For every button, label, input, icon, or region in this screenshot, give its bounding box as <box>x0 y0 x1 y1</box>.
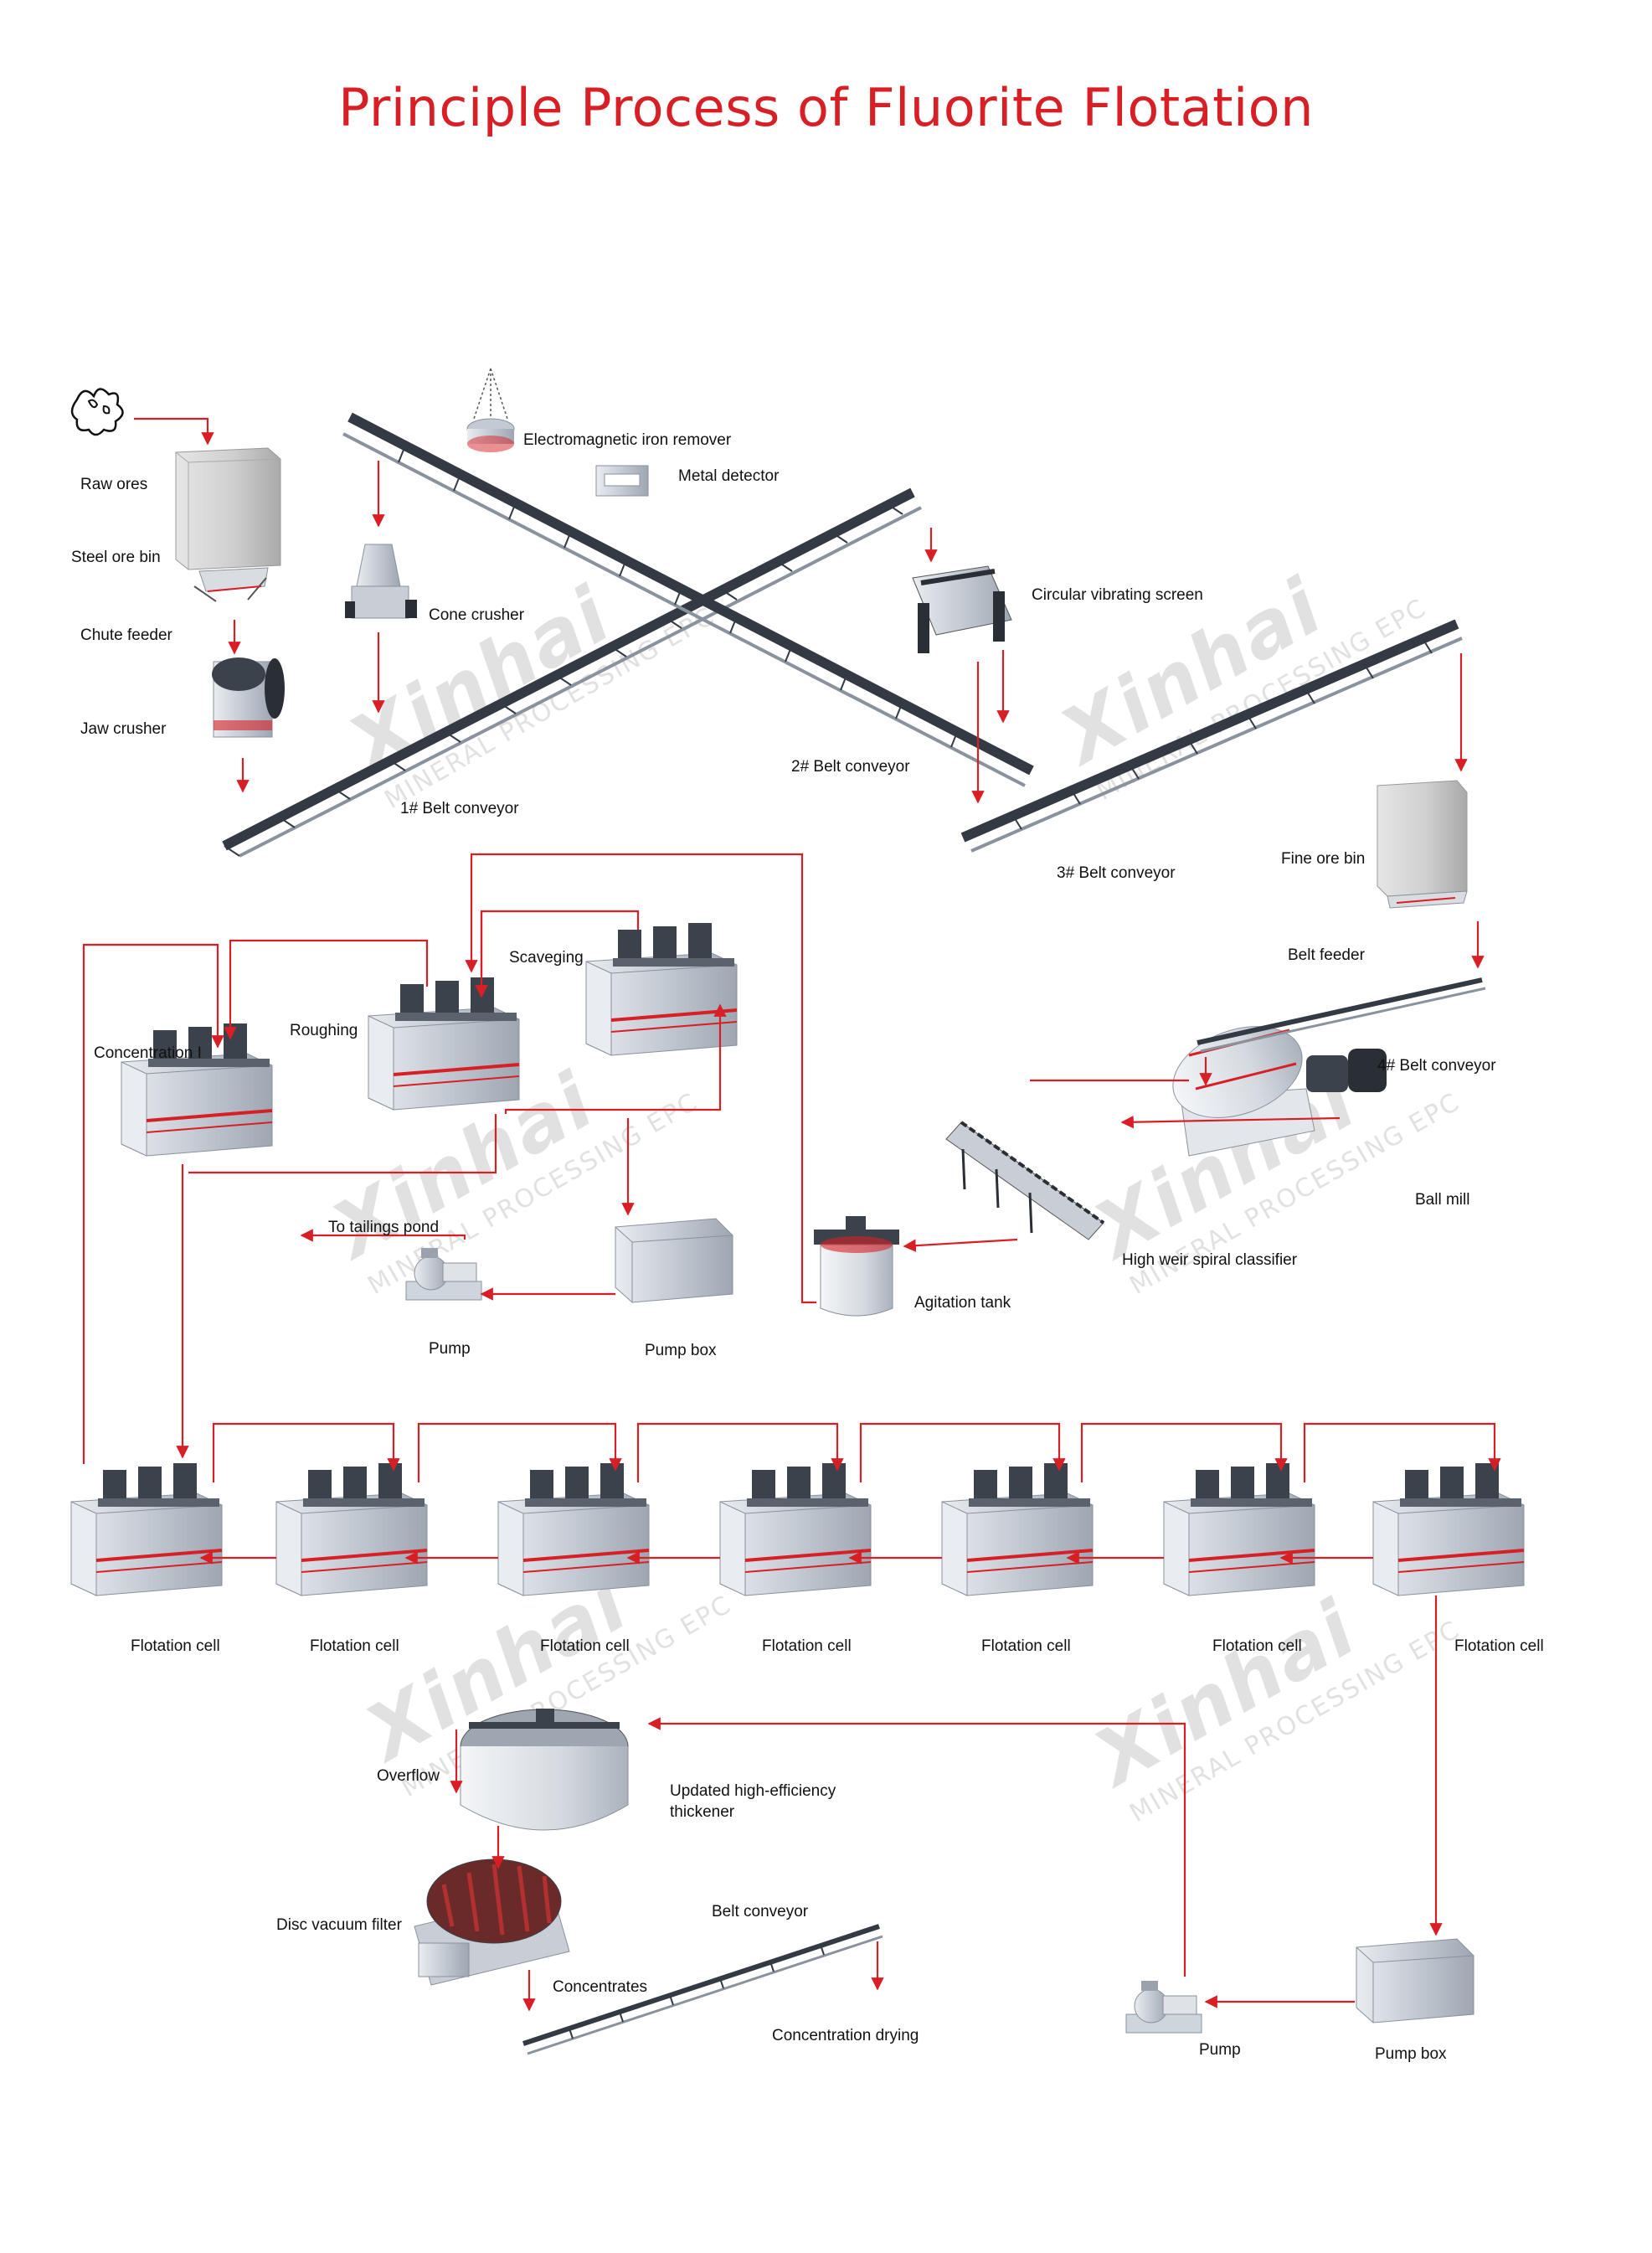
label-thickener-line1: Updated high-efficiency <box>670 1782 836 1800</box>
label-electromagnetic-iron-remover: Electromagnetic iron remover <box>523 431 732 449</box>
flow-arrows <box>82 417 1501 2012</box>
electromagnetic-iron-remover <box>466 368 515 452</box>
flotation-scaveging <box>584 921 739 1057</box>
label-concentration-1: Concentration I <box>94 1044 202 1062</box>
belt-conveyor-2 <box>342 412 1034 787</box>
label-pump-box-2: Pump box <box>1375 2045 1447 2063</box>
flotation-cell <box>69 1462 224 1597</box>
chute-feeder <box>193 567 269 602</box>
flotation-cell <box>940 1462 1094 1597</box>
label-circular-vibrating-screen: Circular vibrating screen <box>1032 586 1203 604</box>
label-thickener-line2: thickener <box>670 1803 735 1821</box>
pump-box-2 <box>1356 1938 1474 2024</box>
label-disc-vacuum-filter: Disc vacuum filter <box>276 1916 402 1934</box>
label-flotation-cell: Flotation cell <box>1212 1637 1302 1655</box>
jaw-crusher <box>212 657 285 738</box>
pump-1 <box>405 1247 482 1301</box>
ball-mill <box>1172 1026 1387 1157</box>
label-fine-ore-bin: Fine ore bin <box>1281 850 1366 868</box>
label-scaveging: Scaveging <box>509 949 584 967</box>
flotation-cell <box>1372 1462 1526 1597</box>
belt-conveyor-final <box>522 1924 883 2055</box>
label-flotation-cell: Flotation cell <box>1454 1637 1544 1655</box>
flotation-concentration-1 <box>120 1022 274 1157</box>
metal-detector <box>595 465 649 497</box>
cone-crusher <box>345 544 417 619</box>
flotation-cell <box>275 1462 429 1597</box>
label-belt-conveyor-3: 3# Belt conveyor <box>1057 864 1176 882</box>
label-metal-detector: Metal detector <box>678 467 780 485</box>
circular-vibrating-screen <box>912 565 1012 653</box>
label-raw-ores: Raw ores <box>80 476 148 493</box>
flotation-roughing <box>367 976 521 1111</box>
thickener <box>460 1709 629 1831</box>
label-flotation-cell: Flotation cell <box>981 1637 1071 1655</box>
agitation-tank <box>814 1216 899 1317</box>
label-chute-feeder: Chute feeder <box>80 626 172 644</box>
label-to-tailings-pond: To tailings pond <box>328 1219 440 1236</box>
label-belt-conveyor-4: 4# Belt conveyor <box>1377 1057 1496 1075</box>
label-flotation-cell: Flotation cell <box>540 1637 630 1655</box>
label-ball-mill: Ball mill <box>1415 1191 1470 1209</box>
label-pump-box-1: Pump box <box>645 1342 717 1359</box>
label-flotation-cell: Flotation cell <box>131 1637 220 1655</box>
label-belt-feeder: Belt feeder <box>1288 946 1365 964</box>
label-roughing: Roughing <box>290 1022 358 1039</box>
flotation-cell <box>1162 1462 1316 1597</box>
label-flotation-cell: Flotation cell <box>310 1637 399 1655</box>
label-concentration-drying: Concentration drying <box>772 2027 919 2044</box>
label-overflow: Overflow <box>377 1767 440 1785</box>
high-weir-spiral-classifier <box>945 1121 1105 1240</box>
label-steel-ore-bin: Steel ore bin <box>71 549 161 566</box>
label-high-weir-spiral-classifier: High weir spiral classifier <box>1122 1251 1298 1269</box>
raw-ore-icon <box>70 388 124 436</box>
pump-box-1 <box>615 1218 733 1303</box>
label-belt-conveyor-2: 2# Belt conveyor <box>791 758 910 776</box>
label-agitation-tank: Agitation tank <box>914 1294 1011 1312</box>
label-pump-2: Pump <box>1199 2041 1241 2059</box>
belt-conveyor-3 <box>960 619 1463 853</box>
disc-vacuum-filter <box>414 1859 570 1986</box>
label-concentrates: Concentrates <box>553 1978 648 1996</box>
pump-2 <box>1125 1980 1202 2034</box>
fine-ore-bin <box>1377 780 1468 909</box>
label-flotation-cell: Flotation cell <box>762 1637 852 1655</box>
belt-conveyor-4 <box>1197 977 1486 1053</box>
label-jaw-crusher: Jaw crusher <box>80 720 167 738</box>
belt-conveyor-1 <box>222 487 922 858</box>
flotation-cell <box>497 1462 651 1597</box>
label-belt-conveyor-1: 1# Belt conveyor <box>400 800 519 817</box>
page-title: Principle Process of Fluorite Flotation <box>338 77 1314 138</box>
label-belt-conveyor-final: Belt conveyor <box>712 1903 809 1920</box>
label-cone-crusher: Cone crusher <box>429 606 525 624</box>
steel-ore-bin <box>175 447 281 570</box>
label-pump-1: Pump <box>429 1340 471 1358</box>
flotation-cell <box>718 1462 872 1597</box>
